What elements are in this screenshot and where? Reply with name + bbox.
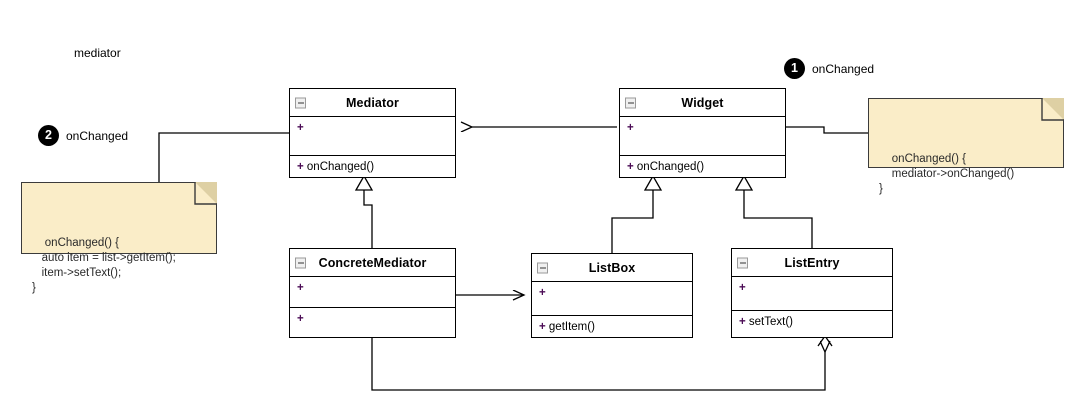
badge-2-circle: 2	[38, 125, 59, 146]
uml-class-widget[interactable]: Widget + + onChanged()	[619, 88, 786, 178]
minus-box-icon[interactable]	[737, 257, 748, 268]
minus-box-icon[interactable]	[295, 97, 306, 108]
badge-1-group: 1 onChanged	[784, 58, 874, 79]
attribute-row: +	[297, 282, 304, 294]
minus-box-icon[interactable]	[537, 262, 548, 273]
badge-2-group: 2 onChanged	[38, 125, 128, 146]
note-mediator-onchanged-text: onChanged() { auto item = list->getItem(…	[32, 237, 176, 294]
operation-row: + onChanged()	[297, 161, 375, 173]
badge-1-label: onChanged	[812, 61, 875, 76]
uml-class-concretemediator-operations: +	[290, 307, 455, 338]
minus-box-icon[interactable]	[295, 257, 306, 268]
association-concretemediator-to-listentry	[371, 334, 833, 391]
uml-class-listentry[interactable]: ListEntry + + setText()	[731, 248, 893, 338]
note-widget-onchanged-text: onChanged() { mediator->onChanged() }	[879, 153, 1015, 195]
generalization-concretemediator-to-mediator	[354, 174, 374, 250]
operation-row: + getItem()	[539, 321, 595, 333]
note-fold-corner-icon	[195, 181, 218, 204]
uml-class-listbox-attributes: +	[532, 282, 692, 315]
uml-class-widget-operations: + onChanged()	[620, 155, 785, 178]
generalization-listentry-to-widget	[734, 174, 813, 255]
attribute-row: +	[297, 122, 304, 134]
badge-1-circle: 1	[784, 58, 805, 79]
operation-row: +	[297, 313, 304, 325]
uml-class-mediator-title: Mediator	[346, 95, 399, 110]
badge-2-label: onChanged	[66, 128, 129, 143]
uml-class-listentry-header: ListEntry	[732, 249, 892, 277]
uml-class-listentry-attributes: +	[732, 277, 892, 310]
uml-class-listentry-title: ListEntry	[784, 255, 840, 270]
uml-class-listbox-header: ListBox	[532, 254, 692, 282]
diagram-title-label: mediator	[74, 46, 121, 60]
operation-row: + setText()	[739, 316, 794, 328]
attribute-row: +	[739, 282, 746, 294]
uml-class-mediator-header: Mediator	[290, 89, 455, 117]
attribute-row: +	[627, 122, 634, 134]
uml-class-listbox-title: ListBox	[588, 260, 636, 275]
note-widget-onchanged: onChanged() { mediator->onChanged() }	[868, 97, 1065, 195]
uml-class-concretemediator-title: ConcreteMediator	[318, 255, 427, 270]
generalization-listbox-to-widget	[611, 174, 663, 255]
note-link-mediator	[158, 132, 289, 182]
uml-class-mediator-attributes: +	[290, 117, 455, 155]
uml-class-concretemediator[interactable]: ConcreteMediator + +	[289, 248, 456, 338]
uml-class-widget-attributes: +	[620, 117, 785, 155]
uml-class-mediator[interactable]: Mediator + + onChanged()	[289, 88, 456, 178]
note-link-widget	[786, 126, 868, 134]
uml-class-widget-title: Widget	[681, 95, 724, 110]
attribute-row: +	[539, 287, 546, 299]
note-mediator-onchanged: onChanged() { auto item = list->getItem(…	[21, 181, 218, 294]
uml-class-widget-header: Widget	[620, 89, 785, 117]
minus-box-icon[interactable]	[625, 97, 636, 108]
operation-row: + onChanged()	[627, 161, 705, 173]
uml-class-listbox-operations: + getItem()	[532, 315, 692, 338]
uml-class-listbox[interactable]: ListBox + + getItem()	[531, 253, 693, 338]
uml-class-concretemediator-header: ConcreteMediator	[290, 249, 455, 277]
uml-class-listentry-operations: + setText()	[732, 310, 892, 336]
note-fold-corner-icon	[1042, 97, 1065, 120]
uml-class-mediator-operations: + onChanged()	[290, 155, 455, 178]
uml-class-concretemediator-attributes: +	[290, 277, 455, 307]
